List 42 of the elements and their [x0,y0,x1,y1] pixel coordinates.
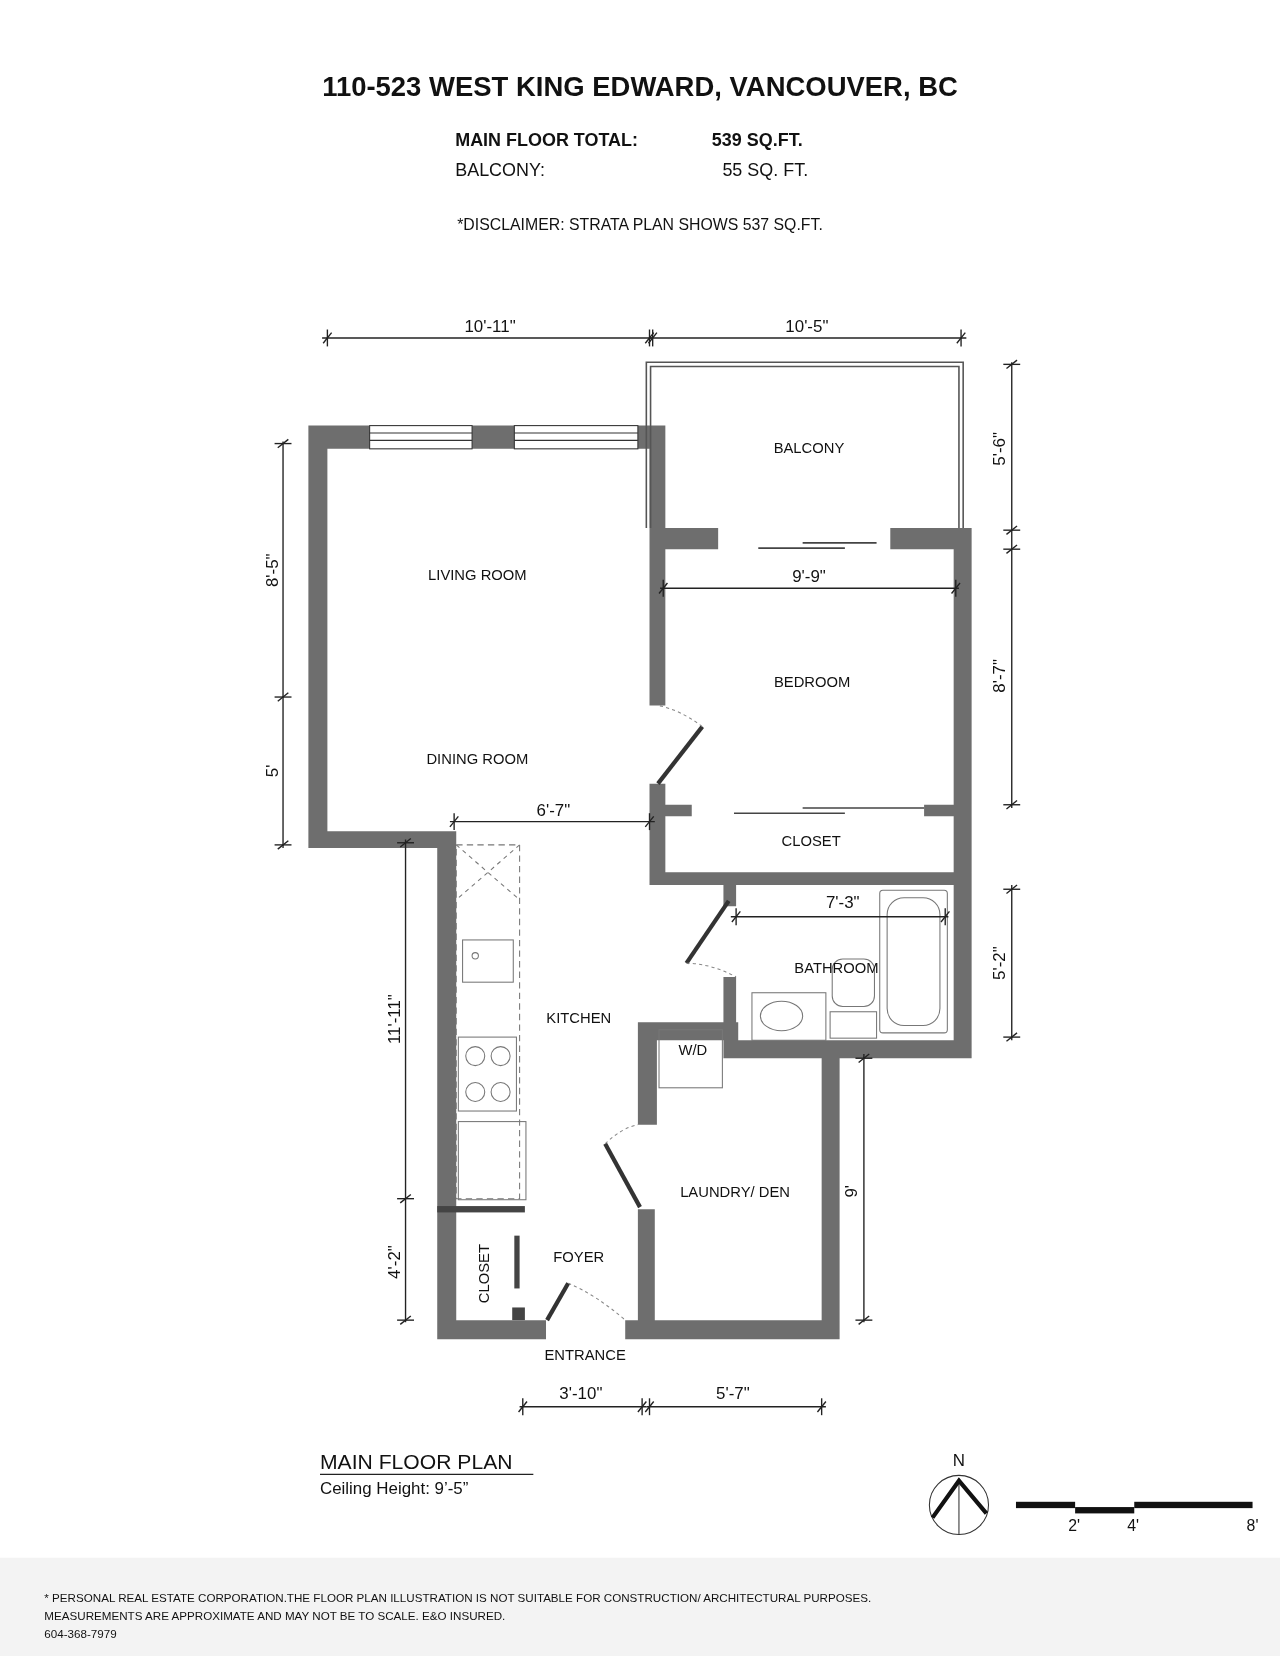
area-label: MAIN FLOOR TOTAL: [455,131,638,152]
room-name: CLOSET [476,1244,493,1304]
footer-note: * PERSONAL REAL ESTATE CORPORATION.THE FLOOR PLAN ILLUSTRATION IS NOT SUITABLE FOR CONSTRUCTION/ ARCHITECTURAL PURPOSES. [44,1591,872,1605]
disclaimer-note: *DISCLAIMER: STRATA PLAN SHOWS 537 SQ.FT. [457,216,823,234]
room-name: BATHROOM [794,960,879,977]
dimension-text: 9'-9" [792,567,826,586]
dimension-text: 5'-2" [989,946,1009,980]
dimension-text: 5'-6" [989,432,1009,466]
dimension-text: 9' [841,1185,861,1198]
dimension-text: 10'-5" [785,317,829,336]
room-name: CLOSET [781,833,841,850]
entrance-label: ENTRANCE [544,1346,626,1364]
dimension-text: 6'-7" [536,800,571,820]
dimension-text: 7'-3" [825,893,860,913]
phone-number: 604-368-7979 [44,1627,117,1641]
scale-label: 8' [1246,1517,1259,1535]
room-name: LAUNDRY/ DEN [680,1184,790,1201]
page-title: 110-523 WEST KING EDWARD, VANCOUVER, BC [322,71,958,102]
footer-note: MEASUREMENTS ARE APPROXIMATE AND MAY NOT BE TO SCALE. E&O INSURED. [44,1609,506,1623]
dimension-text: 10'-11" [464,317,516,336]
dimension-text: 3'-10" [559,1383,603,1403]
room-name: DINING ROOM [426,751,529,768]
dimension-text: 8'-5" [263,553,282,588]
area-value: 539 SQ.FT. [711,131,803,152]
appliance-label: W/D [678,1042,708,1059]
plan-title: MAIN FLOOR PLAN [320,1450,513,1474]
ceiling-height-note: Ceiling Height: 9’-5” [320,1478,469,1498]
dimension-text: 5' [263,764,282,778]
dimension-text: 8'-7" [989,659,1009,693]
room-name: LIVING ROOM [428,567,527,584]
area-label: BALCONY: [455,161,545,181]
room-name: FOYER [553,1249,605,1266]
dimension-text: 11'-11" [385,994,405,1045]
room-name: BEDROOM [773,674,851,691]
dimension-text: 4'-2" [385,1245,405,1279]
room-name: KITCHEN [546,1009,612,1027]
area-value: 55 SQ. FT. [722,161,809,181]
north-label: N [952,1451,966,1470]
scale-label: 2' [1068,1517,1080,1535]
scale-label: 4' [1127,1517,1140,1535]
room-name: BALCONY [773,440,845,457]
dimension-text: 5'-7" [716,1383,750,1403]
